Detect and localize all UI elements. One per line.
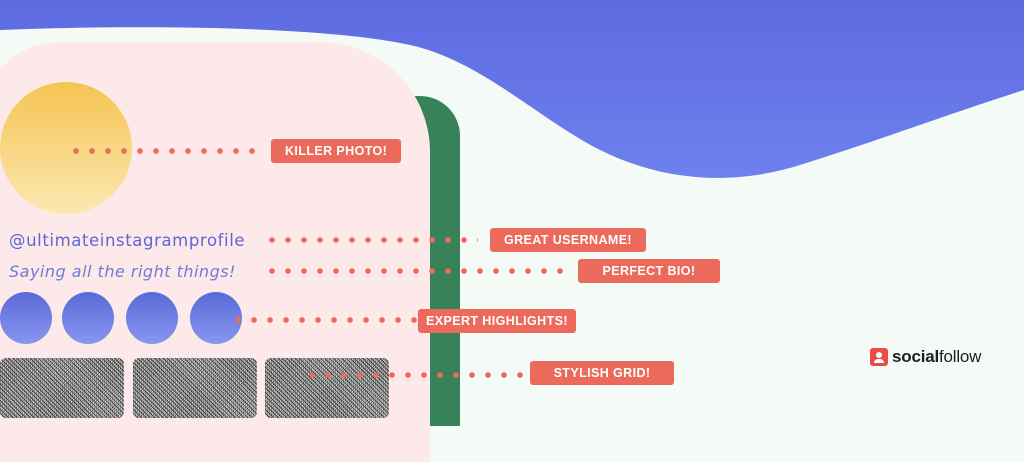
story-highlight [0,292,52,344]
socialfollow-logo: socialfollow [870,347,981,367]
callout-great-username: GREAT USERNAME! [490,228,646,252]
profile-bio: Saying all the right things! [9,262,236,281]
background-wave [0,0,1024,178]
callout-connector [304,372,526,378]
callout-connector [264,237,478,243]
profile-username: @ultimateinstagramprofile [9,231,246,250]
callout-connector [264,268,564,274]
grid-post [265,358,389,418]
callout-expert-highlights: EXPERT HIGHLIGHTS! [418,309,576,333]
callout-connector [230,317,420,323]
story-highlight [126,292,178,344]
callout-perfect-bio: PERFECT BIO! [578,259,720,283]
story-highlight [62,292,114,344]
speech-bubble-user-icon [870,348,888,366]
callout-connector [68,148,258,154]
brand-name: socialfollow [892,347,982,366]
grid-post [133,358,257,418]
callout-stylish-grid: STYLISH GRID! [530,361,674,385]
grid-post [0,358,124,418]
callout-killer-photo: KILLER PHOTO! [271,139,402,163]
